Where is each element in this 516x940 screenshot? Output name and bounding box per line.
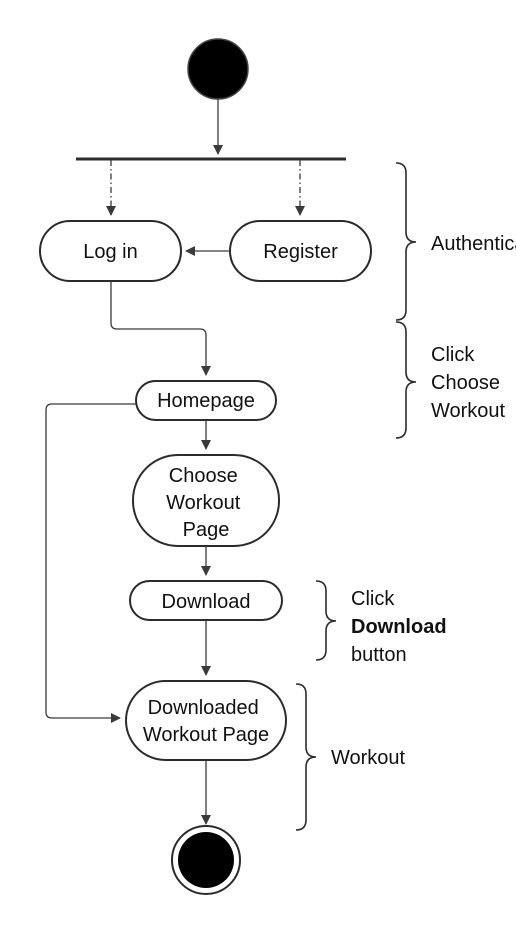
note-click-download-line-1: Click xyxy=(351,588,395,610)
login-node[interactable]: Log in xyxy=(39,220,182,282)
register-label: Register xyxy=(263,241,338,263)
note-click-download-line-3: button xyxy=(351,644,407,666)
downloaded-workout-label: Downloaded Workout Page xyxy=(143,697,269,746)
register-node[interactable]: Register xyxy=(229,220,372,282)
login-label: Log in xyxy=(83,241,138,263)
choose-workout-line-3: Page xyxy=(183,519,230,541)
note-workout: Workout xyxy=(331,747,406,769)
brace-click-choose xyxy=(395,321,417,439)
edge-homepage-to-downloaded xyxy=(45,403,136,723)
choose-workout-label: Choose Workout Page xyxy=(166,465,246,541)
download-node[interactable]: Download xyxy=(129,580,283,621)
brace-workout xyxy=(295,683,317,831)
note-click-download-line-2: Download xyxy=(351,616,447,638)
note-click-choose-line-2: Choose xyxy=(431,372,500,394)
download-label: Download xyxy=(162,591,251,613)
final-node xyxy=(171,825,241,895)
homepage-node[interactable]: Homepage xyxy=(135,380,277,421)
note-click-choose-line-1: Click xyxy=(431,344,475,366)
homepage-label: Homepage xyxy=(157,390,255,412)
choose-workout-node[interactable]: Choose Workout Page xyxy=(132,454,280,547)
note-click-choose-line-3: Workout xyxy=(431,400,506,422)
brace-click-download xyxy=(315,580,337,661)
note-authentication: Authentication xyxy=(431,233,516,255)
note-click-choose: Click Choose Workout xyxy=(431,344,506,422)
initial-node xyxy=(187,38,249,100)
note-click-download: Click Download button xyxy=(351,588,452,666)
choose-workout-line-2: Workout xyxy=(166,492,241,514)
choose-workout-line-1: Choose xyxy=(169,465,238,487)
brace-authentication xyxy=(395,162,417,321)
downloaded-workout-node[interactable]: Downloaded Workout Page xyxy=(125,680,287,761)
edge-login-to-homepage xyxy=(110,281,211,376)
downloaded-line-2: Workout Page xyxy=(143,724,269,746)
downloaded-line-1: Downloaded xyxy=(148,697,259,719)
